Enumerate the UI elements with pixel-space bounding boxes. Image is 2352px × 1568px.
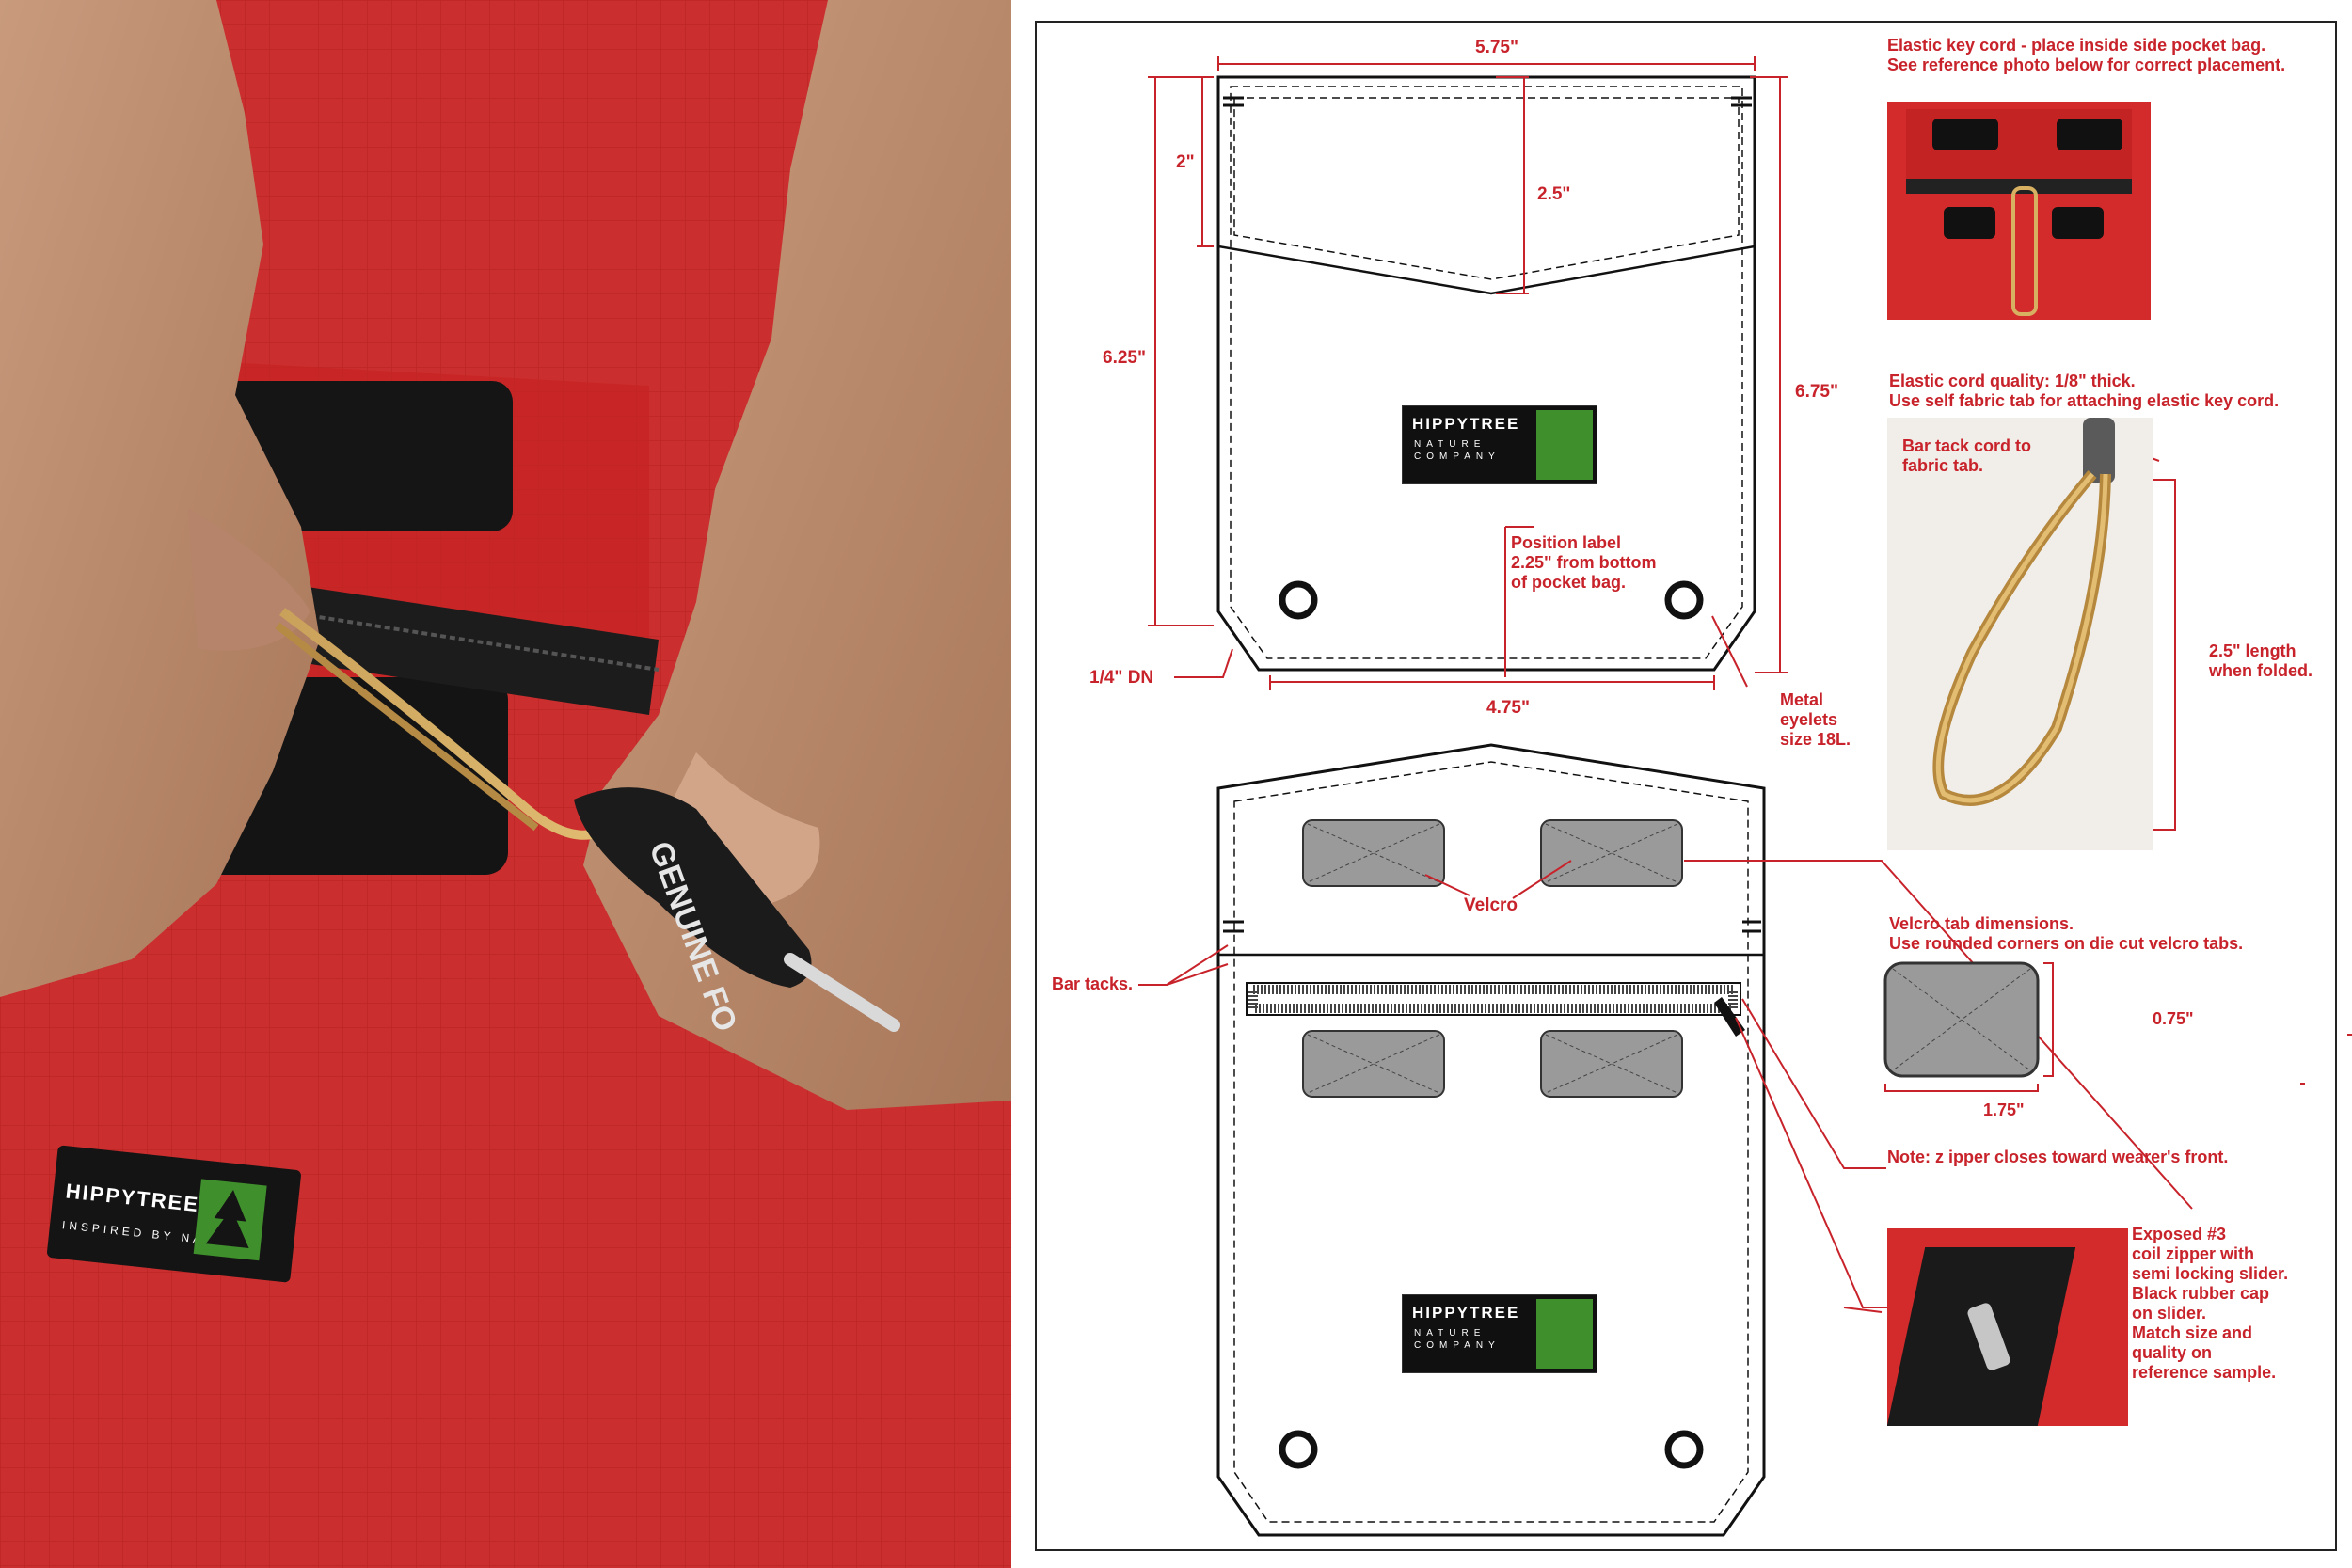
ref-photo-elastic-cord bbox=[1887, 418, 2153, 850]
dim-height-6-25: 6.25" bbox=[1103, 348, 1146, 368]
velcro-tab-4 bbox=[1540, 1030, 1683, 1098]
dim-height-6-75: 6.75" bbox=[1795, 382, 1838, 402]
label-brand-text: HIPPYTREE bbox=[1412, 1304, 1520, 1322]
metal-eyelets-note: Metal eyelets size 18L. bbox=[1780, 690, 1851, 749]
key-blade bbox=[784, 953, 900, 1032]
pocket-back-outline bbox=[1216, 75, 1756, 672]
tree-logo-icon bbox=[1536, 1299, 1593, 1369]
position-label-note: Position label 2.25" from bottom of pock… bbox=[1511, 533, 1657, 592]
eyelet-left bbox=[1279, 580, 1318, 620]
dim-width-top: 5.75" bbox=[1475, 38, 1518, 57]
velcro-tab-3 bbox=[1302, 1030, 1445, 1098]
note-length-folded: 2.5" length when folded. bbox=[2209, 641, 2312, 680]
left-hand bbox=[0, 0, 320, 997]
dim-flap-2: 2" bbox=[1176, 152, 1195, 172]
key-fob bbox=[574, 787, 812, 988]
velcro-tab-2 bbox=[1540, 819, 1683, 887]
bar-tacks-callout: Bar tacks. bbox=[1052, 974, 1134, 993]
flap-outline bbox=[1216, 75, 1756, 295]
velcro-callout: Velcro bbox=[1464, 895, 1518, 915]
product-photo: GENUINE FO HIPPYTREE INSPIRED BY NATURE bbox=[0, 0, 1011, 1568]
label-brand-text: HIPPYTREE bbox=[1412, 415, 1520, 433]
zipper-coil bbox=[1248, 985, 1738, 1013]
note-cord-quality: Elastic cord quality: 1/8" thick. Use se… bbox=[1889, 372, 2280, 410]
dim-flap-2-5: 2.5" bbox=[1537, 184, 1571, 204]
ref-photo-key-cord bbox=[1887, 102, 2151, 320]
velcro-tab-1 bbox=[1302, 819, 1445, 887]
zipper-opening bbox=[273, 583, 659, 715]
hippytree-label: HIPPYTREE INSPIRED BY NATURE bbox=[47, 1145, 301, 1283]
zipper-slider bbox=[1714, 997, 1745, 1037]
dim-corner: 1/4" DN bbox=[1089, 668, 1154, 688]
dim-bottom-4-75: 4.75" bbox=[1486, 698, 1530, 718]
tree-logo-icon bbox=[1536, 410, 1593, 480]
note-exposed-zipper: Exposed #3 coil zipper with semi locking… bbox=[2132, 1225, 2289, 1382]
ref-photo-zipper bbox=[1887, 1228, 2128, 1426]
pocket-drawings bbox=[1138, 56, 2352, 1537]
note-velcro-dims: Velcro tab dimensions. Use rounded corne… bbox=[1889, 914, 2244, 953]
dim-velcro-height: 0.75" bbox=[2153, 1009, 2194, 1028]
elastic-cord bbox=[278, 608, 625, 840]
pocket-front-outline bbox=[1216, 743, 1766, 1537]
eyelet-right bbox=[1664, 580, 1704, 620]
note-bar-tack-cord: Bar tack cord to fabric tab. bbox=[1902, 436, 2032, 475]
note-key-cord: Elastic key cord - place inside side poc… bbox=[1887, 36, 2286, 74]
note-zipper-direction: Note: z ipper closes toward wearer's fro… bbox=[1887, 1148, 2229, 1166]
dim-velcro-width: 1.75" bbox=[1983, 1101, 2025, 1119]
